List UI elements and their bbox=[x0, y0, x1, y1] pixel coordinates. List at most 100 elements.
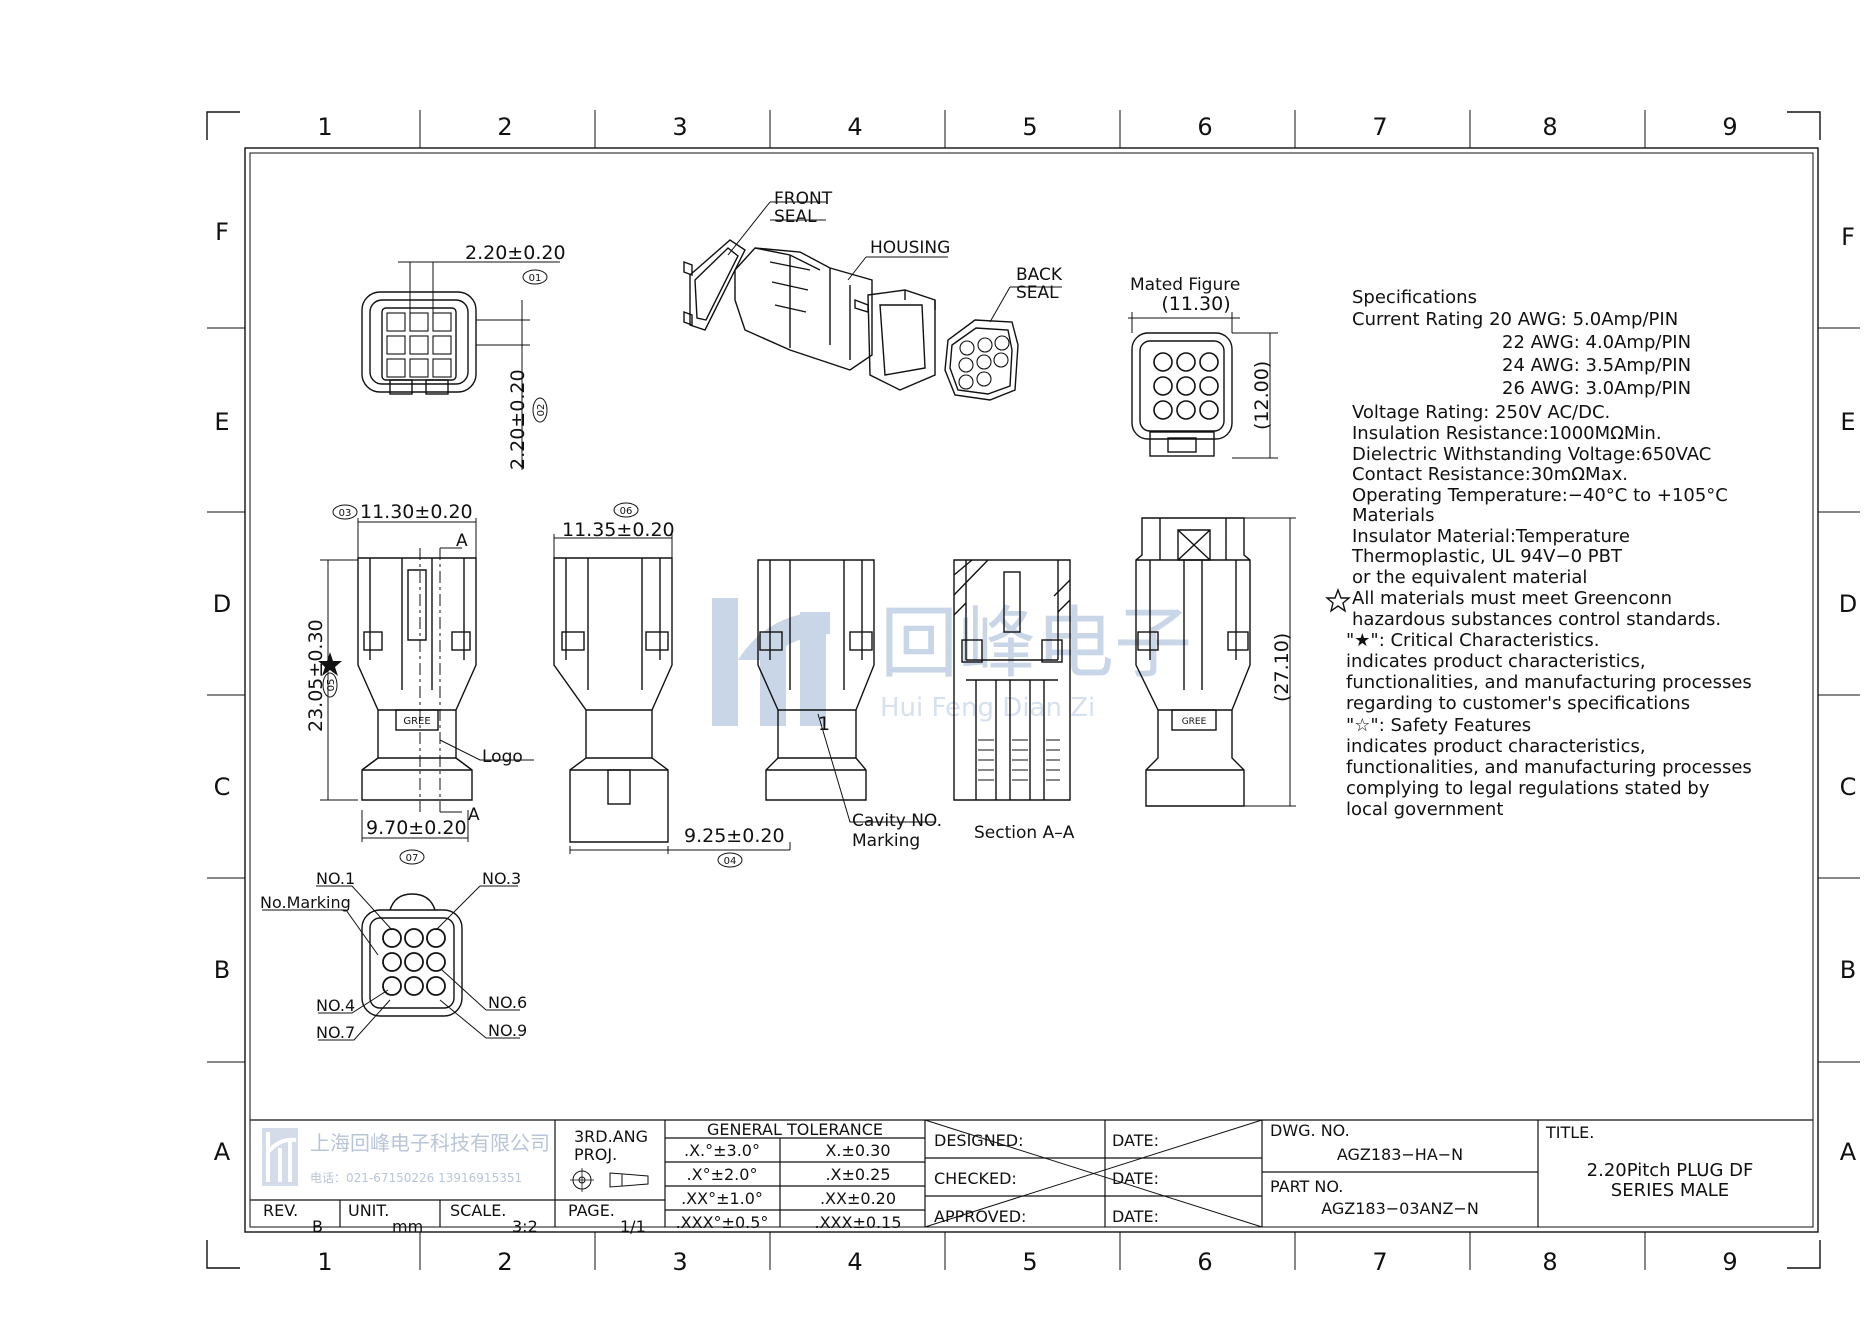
row-letters: F E D C B A F E D C B A bbox=[213, 218, 1857, 1166]
balloon-01-text: 01 bbox=[529, 273, 542, 284]
watermark: 回峰电子 Hui Feng Dian Zi bbox=[712, 598, 1192, 726]
mated-figure bbox=[1128, 312, 1278, 459]
balloon-03: 03 bbox=[332, 504, 358, 520]
col-3: 3 bbox=[672, 113, 687, 141]
label-no3: NO.3 bbox=[482, 869, 521, 888]
balloon-05-text: 07 bbox=[406, 853, 419, 864]
spec-greenconn: All materials must meet Greenconn bbox=[1352, 588, 1672, 609]
column-numbers-top: 1 2 3 4 5 6 7 8 9 bbox=[317, 113, 1737, 141]
balloon-04-text: 05 bbox=[326, 679, 337, 692]
company-name: 上海回峰电子科技有限公司 bbox=[310, 1131, 550, 1155]
spec-current-26: 26 AWG: 3.0Amp/PIN bbox=[1502, 378, 1691, 399]
tol-linear-2: .X±0.25 bbox=[825, 1165, 890, 1184]
column-ticks bbox=[207, 110, 1860, 1270]
side-view-mated bbox=[1135, 517, 1296, 807]
section-mark-top: A bbox=[456, 531, 468, 551]
spec-safety-4: local government bbox=[1346, 799, 1503, 820]
logo-box-text-mated: GREE bbox=[1182, 717, 1207, 727]
dim-width-11-30: 11.30±0.20 bbox=[360, 501, 473, 523]
mated-dim-height: (12.00) bbox=[1251, 361, 1273, 430]
label-back: BACK bbox=[1016, 265, 1063, 285]
label-no9: NO.9 bbox=[488, 1021, 527, 1040]
spec-current-20: Current Rating 20 AWG: 5.0Amp/PIN bbox=[1352, 309, 1678, 330]
spec-critical-3: regarding to customer's specifications bbox=[1346, 693, 1690, 714]
designed-label: DESIGNED: bbox=[934, 1131, 1024, 1150]
col-9-bottom: 9 bbox=[1722, 1248, 1737, 1276]
label-front-seal: SEAL bbox=[774, 207, 817, 227]
unit-label: UNIT. bbox=[348, 1201, 389, 1220]
side-view-1 bbox=[320, 518, 534, 842]
col-4: 4 bbox=[847, 113, 862, 141]
spec-dielectric: Dielectric Withstanding Voltage:650VAC bbox=[1352, 444, 1711, 465]
watermark-logo bbox=[712, 598, 830, 726]
spec-thermoplastic: Thermoplastic, UL 94V−0 PBT bbox=[1351, 546, 1623, 567]
balloon-06: 06 bbox=[613, 502, 639, 518]
proj-line-2: PROJ. bbox=[574, 1145, 617, 1164]
cavity-label-1: Cavity NO. bbox=[852, 811, 942, 831]
tol-angle-4: .XXX°±0.5° bbox=[676, 1213, 769, 1232]
spec-critical: "★": Critical Characteristics. bbox=[1346, 630, 1599, 651]
balloon-03-text: 03 bbox=[339, 508, 352, 519]
spec-materials: Materials bbox=[1352, 505, 1435, 526]
scale-value: 3:2 bbox=[512, 1217, 538, 1236]
spec-voltage: Voltage Rating: 250V AC/DC. bbox=[1352, 402, 1610, 423]
mated-dim-width: (11.30) bbox=[1161, 293, 1230, 315]
scale-label: SCALE. bbox=[450, 1201, 506, 1220]
part-no-label: PART NO. bbox=[1270, 1177, 1343, 1196]
specifications: Specifications Current Rating 20 AWG: 5.… bbox=[1325, 287, 1752, 820]
dim-pitch-horizontal: 2.20±0.20 bbox=[465, 242, 566, 264]
side-view-2 bbox=[553, 534, 790, 854]
spec-current-22: 22 AWG: 4.0Amp/PIN bbox=[1502, 332, 1691, 353]
balloon-07-text: 04 bbox=[724, 856, 737, 867]
spec-safety: "☆": Safety Features bbox=[1346, 715, 1531, 736]
balloon-02: 02 bbox=[532, 397, 548, 423]
dim-pitch-vertical: 2.20±0.20 bbox=[507, 369, 529, 470]
col-1-bottom: 1 bbox=[317, 1248, 332, 1276]
watermark-pinyin: Hui Feng Dian Zi bbox=[880, 693, 1095, 723]
logo-label: Logo bbox=[482, 747, 523, 767]
tol-linear-4: .XXX±0.15 bbox=[815, 1213, 902, 1232]
col-9: 9 bbox=[1722, 113, 1737, 141]
isometric-view bbox=[683, 201, 1062, 401]
balloon-02-text: 02 bbox=[536, 404, 547, 417]
spec-critical-1: indicates product characteristics, bbox=[1346, 651, 1646, 672]
row-D: D bbox=[213, 590, 231, 618]
part-no-value: AGZ183−03ANZ−N bbox=[1321, 1199, 1479, 1218]
spec-hazardous: hazardous substances control standards. bbox=[1352, 609, 1721, 630]
spec-temperature: Operating Temperature:−40°C to +105°C bbox=[1352, 485, 1728, 506]
spec-insulation: Insulation Resistance:1000MΩMin. bbox=[1352, 423, 1662, 444]
rev-value: B bbox=[312, 1217, 323, 1236]
dim-height-27-10: (27.10) bbox=[1271, 633, 1293, 702]
section-mark-bottom: A bbox=[468, 805, 480, 825]
col-6: 6 bbox=[1197, 113, 1212, 141]
row-B: B bbox=[214, 956, 230, 984]
checked-label: CHECKED: bbox=[934, 1169, 1017, 1188]
title-line-1: 2.20Pitch PLUG DF bbox=[1587, 1160, 1754, 1181]
row-A: A bbox=[214, 1138, 231, 1166]
date-label-3: DATE: bbox=[1112, 1207, 1159, 1226]
row-D-right: D bbox=[1839, 590, 1857, 618]
tol-linear-3: .XX±0.20 bbox=[820, 1189, 896, 1208]
logo-box-text: GREE bbox=[403, 716, 430, 727]
balloon-05: 07 bbox=[399, 849, 425, 865]
proj-line-1: 3RD.ANG bbox=[574, 1127, 648, 1146]
mated-figure-title: Mated Figure bbox=[1130, 275, 1240, 295]
approved-label: APPROVED: bbox=[934, 1207, 1026, 1226]
col-7-bottom: 7 bbox=[1372, 1248, 1387, 1276]
balloon-04: 05 bbox=[322, 672, 338, 698]
tol-linear-1: X.±0.30 bbox=[825, 1141, 890, 1160]
label-no-marking: No.Marking bbox=[260, 893, 351, 912]
row-C: C bbox=[214, 773, 231, 801]
label-no6: NO.6 bbox=[488, 993, 527, 1012]
dim-width-11-35: 11.35±0.20 bbox=[562, 519, 675, 541]
row-F-right: F bbox=[1841, 223, 1855, 251]
safety-star-icon bbox=[1325, 588, 1351, 613]
section-view bbox=[953, 559, 1071, 801]
company-logo bbox=[262, 1128, 298, 1186]
label-back-seal: SEAL bbox=[1016, 283, 1059, 303]
row-F: F bbox=[215, 218, 229, 246]
tol-angle-3: .XX°±1.0° bbox=[681, 1189, 763, 1208]
critical-star-icon bbox=[318, 652, 342, 676]
col-4-bottom: 4 bbox=[847, 1248, 862, 1276]
cavity-label-2: Marking bbox=[852, 831, 920, 851]
